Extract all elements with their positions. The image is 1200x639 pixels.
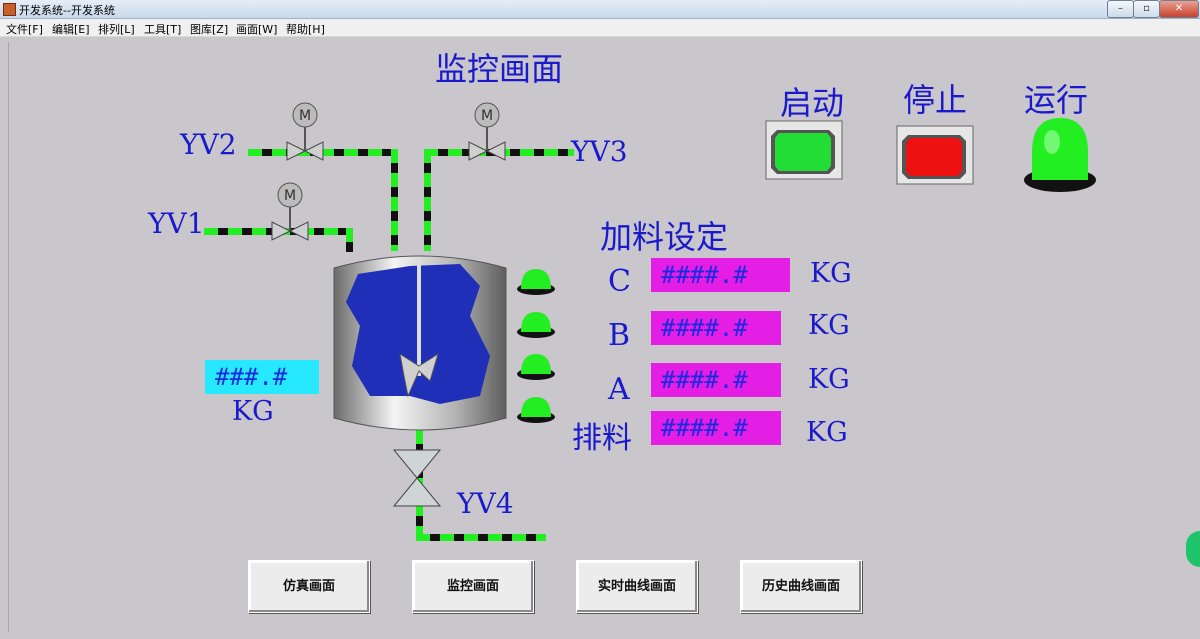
feed-row-label: 排料 bbox=[572, 421, 632, 456]
menu-help[interactable]: 帮助[H] bbox=[286, 23, 325, 36]
feed-row-unit: KG bbox=[810, 258, 852, 289]
stop-label: 停止 bbox=[903, 81, 968, 119]
nav-simulation-button[interactable]: 仿真画面 bbox=[248, 560, 370, 613]
yv4-label: YV4 bbox=[457, 487, 514, 520]
page-title: 监控画面 bbox=[435, 50, 564, 88]
svg-text:M: M bbox=[299, 108, 311, 124]
mixer-tank-icon bbox=[333, 255, 507, 431]
restore-button[interactable]: ▫ bbox=[1133, 0, 1160, 18]
feed-row-label: C bbox=[608, 264, 631, 299]
stop-button-icon[interactable] bbox=[896, 125, 974, 185]
feed-row-unit: KG bbox=[808, 310, 850, 341]
window-titlebar: 开发系统--开发系统 – ▫ ✕ bbox=[0, 0, 1200, 19]
menu-tools[interactable]: 工具[T] bbox=[144, 23, 182, 36]
side-indicator bbox=[1186, 531, 1200, 567]
pipe-yv1-drop bbox=[346, 228, 353, 252]
tank-weight-display: ###.# bbox=[205, 360, 319, 394]
indicator-lamp-icon bbox=[517, 354, 555, 380]
nav-realtime-curve-button[interactable]: 实时曲线画面 bbox=[576, 560, 698, 613]
feed-b-setpoint[interactable]: ####.# bbox=[651, 311, 781, 345]
yv1-label: YV1 bbox=[148, 207, 205, 240]
feed-row-unit: KG bbox=[808, 364, 850, 395]
motor-valve-icon[interactable]: M bbox=[270, 182, 310, 242]
indicator-lamp-icon bbox=[517, 312, 555, 338]
start-label: 启动 bbox=[780, 84, 845, 122]
svg-text:M: M bbox=[481, 108, 493, 124]
tank-weight-unit: KG bbox=[232, 396, 274, 427]
indicator-lamp-icon bbox=[517, 397, 555, 423]
nav-history-curve-button[interactable]: 历史曲线画面 bbox=[740, 560, 862, 613]
run-label: 运行 bbox=[1024, 81, 1089, 119]
yv2-label: YV2 bbox=[180, 128, 237, 161]
menu-bar: 文件[F] 编辑[E] 排列[L] 工具[T] 图库[Z] 画面[W] 帮助[H… bbox=[0, 19, 1200, 37]
menu-arrange[interactable]: 排列[L] bbox=[98, 23, 135, 36]
menu-screen[interactable]: 画面[W] bbox=[236, 23, 278, 36]
minimize-button[interactable]: – bbox=[1107, 0, 1134, 18]
feed-row-label: B bbox=[608, 318, 631, 353]
svg-text:M: M bbox=[284, 188, 296, 204]
feed-settings-title: 加料设定 bbox=[600, 218, 729, 256]
motor-valve-icon[interactable]: M bbox=[467, 102, 507, 162]
yv3-label: YV3 bbox=[571, 135, 628, 168]
discharge-setpoint[interactable]: ####.# bbox=[651, 411, 781, 445]
pipe-yv3-drop bbox=[424, 149, 431, 251]
nav-monitor-button[interactable]: 监控画面 bbox=[412, 560, 534, 613]
indicator-lamp-icon bbox=[517, 269, 555, 295]
feed-row-label: A bbox=[608, 372, 630, 407]
run-lamp-icon bbox=[1024, 118, 1096, 192]
feed-c-setpoint[interactable]: ####.# bbox=[651, 258, 790, 292]
feed-row-unit: KG bbox=[806, 417, 848, 448]
menu-file[interactable]: 文件[F] bbox=[6, 23, 43, 36]
motor-valve-icon[interactable]: M bbox=[285, 102, 325, 162]
app-icon bbox=[3, 3, 16, 16]
butterfly-valve-icon[interactable] bbox=[392, 448, 442, 508]
pipe-yv2-drop bbox=[391, 149, 398, 251]
close-button[interactable]: ✕ bbox=[1159, 0, 1199, 18]
hmi-canvas bbox=[8, 42, 1189, 632]
start-button-icon[interactable] bbox=[765, 120, 843, 180]
window-title: 开发系统--开发系统 bbox=[19, 4, 115, 17]
feed-a-setpoint[interactable]: ####.# bbox=[651, 363, 781, 397]
pipe-discharge bbox=[416, 534, 546, 541]
menu-edit[interactable]: 编辑[E] bbox=[52, 23, 90, 36]
menu-library[interactable]: 图库[Z] bbox=[190, 23, 229, 36]
